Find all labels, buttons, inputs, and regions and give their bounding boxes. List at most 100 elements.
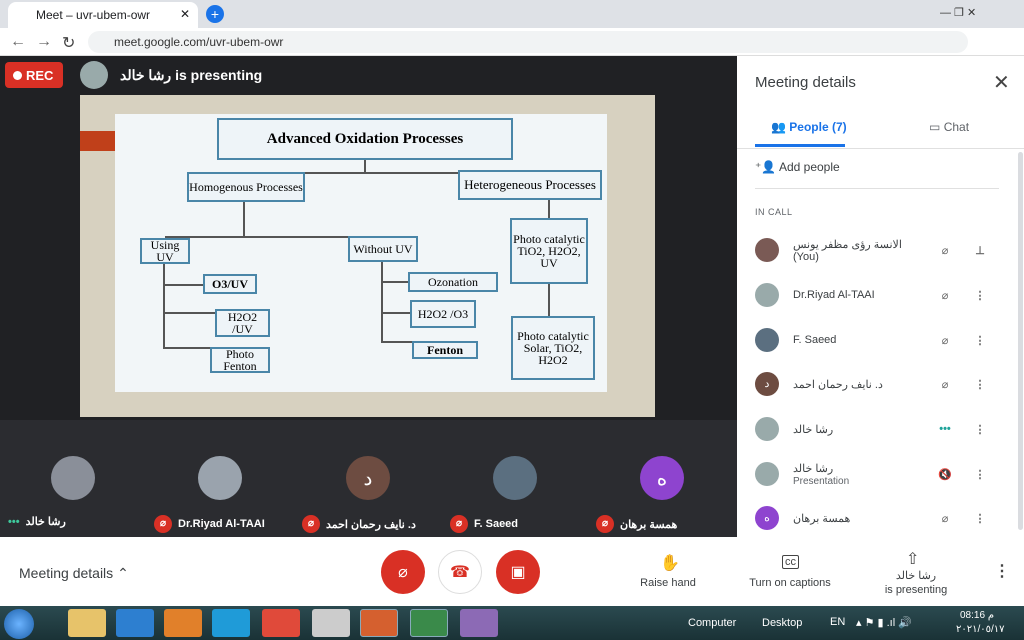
presenter-banner: رشا خالد is presenting — [80, 61, 262, 89]
address-bar-row: ← → ↻ meet.google.com/uvr-ubem-owr — [0, 28, 1024, 56]
tab-people[interactable]: 👥 People (7) — [771, 120, 847, 134]
chrome-icon[interactable] — [262, 609, 300, 637]
chevron-up-icon: ⌃ — [117, 565, 129, 581]
panel-scrollbar[interactable] — [1018, 152, 1023, 530]
node-homogenous: Homogenous Processes — [187, 172, 305, 202]
meeting-details-panel: Meeting details ✕ 👥 People (7) ▭ Chat ⁺👤… — [737, 56, 1024, 537]
clock-time[interactable]: 08:16 م — [960, 610, 995, 621]
node-photo-fenton: Photo Fenton — [210, 347, 270, 373]
url-input[interactable]: meet.google.com/uvr-ubem-owr — [88, 31, 968, 53]
avatar — [80, 61, 108, 89]
camera-toggle-button[interactable]: ▣ — [496, 550, 540, 594]
more-options-icon[interactable]: ⋮ — [974, 289, 986, 302]
tile-name: ⌀همسة برهان — [596, 515, 677, 533]
captions-button[interactable]: Turn on captions — [749, 577, 831, 589]
participant-tile-avatar[interactable] — [51, 456, 95, 500]
more-options-icon[interactable]: ⋮ — [974, 423, 986, 436]
tab-chat[interactable]: ▭ Chat — [929, 120, 970, 134]
avatar — [755, 238, 779, 262]
mic-off-icon: ⌀ — [398, 564, 408, 581]
mic-off-icon: ⌀ — [450, 515, 468, 533]
participant-tiles: د ه •••رشا خالد ⌀Dr.Riyad Al-TAAI ⌀د. نا… — [0, 420, 737, 537]
node-o3-uv: O3/UV — [203, 274, 257, 294]
participant-row[interactable]: F. Saeed⌀⋮ — [755, 320, 995, 360]
rec-label: REC — [26, 68, 54, 83]
raise-hand-icon[interactable]: ✋ — [660, 555, 680, 572]
mic-off-icon: ⌀ — [941, 244, 949, 257]
close-tab-icon[interactable]: ✕ — [179, 7, 190, 21]
participant-tile-avatar[interactable]: ه — [640, 456, 684, 500]
tab-title: Meet – uvr-ubem-owr — [36, 8, 151, 22]
paint-icon[interactable] — [460, 609, 498, 637]
node-fenton: Fenton — [412, 341, 478, 359]
participant-row[interactable]: الانسة رؤى مظفر يونس (You)⌀⊥ — [755, 230, 995, 270]
reload-icon[interactable]: ↻ — [62, 35, 76, 52]
tray-icons[interactable]: ▴ ⚑ ▮ .ıl 🔊 — [856, 617, 912, 629]
more-options-icon[interactable]: ⋮ — [974, 468, 986, 481]
autocad-icon[interactable] — [410, 609, 448, 637]
node-h2o2-o3: H2O2 /O3 — [410, 300, 476, 328]
meeting-details-button[interactable]: Meeting details ⌃ — [19, 565, 129, 581]
add-person-icon: ⁺👤 — [755, 160, 777, 174]
new-tab-button[interactable]: + — [206, 5, 224, 23]
toolbar-computer[interactable]: Computer — [688, 617, 737, 629]
more-options-icon[interactable]: ⋮ — [974, 334, 986, 347]
more-options-icon[interactable]: ⋮ — [974, 512, 986, 525]
browser-tab[interactable]: Meet – uvr-ubem-owr ✕ — [8, 2, 198, 28]
participant-tile-avatar[interactable] — [493, 456, 537, 500]
node-ozonation: Ozonation — [408, 272, 498, 292]
window-controls[interactable]: — ❐ ✕ — [940, 7, 977, 19]
ie-icon[interactable] — [116, 609, 154, 637]
tile-name: •••رشا خالد — [8, 515, 66, 529]
avatar: ه — [755, 506, 779, 530]
in-call-heading: IN CALL — [755, 207, 793, 217]
mic-off-icon: ⌀ — [154, 515, 172, 533]
start-button[interactable] — [4, 609, 34, 639]
node-heterogeneous: Heterogeneous Processes — [458, 170, 602, 200]
close-panel-icon[interactable]: ✕ — [993, 72, 1010, 94]
app-icon[interactable] — [312, 609, 350, 637]
windows-taskbar: Computer Desktop EN ▴ ⚑ ▮ .ıl 🔊 08:16 م … — [0, 606, 1024, 640]
node-title: Advanced Oxidation Processes — [217, 118, 513, 160]
node-photo-catalytic-uv: Photo catalytic TiO2, H2O2, UV — [510, 218, 588, 284]
clock-date[interactable]: ٢٠٢١/٠٥/١٧ — [956, 624, 1005, 635]
participant-tile-avatar[interactable]: د — [346, 456, 390, 500]
raise-hand-button[interactable]: Raise hand — [640, 577, 696, 589]
leave-call-button[interactable]: ☎ — [438, 550, 482, 594]
edge-icon[interactable] — [212, 609, 250, 637]
more-options-icon[interactable]: ⋮ — [974, 378, 986, 391]
mic-off-icon: ⌀ — [941, 378, 949, 391]
tile-name: ⌀F. Saeed — [450, 515, 518, 533]
media-icon[interactable] — [164, 609, 202, 637]
present-icon[interactable]: ⇧ — [906, 551, 920, 568]
chrome-active-icon[interactable] — [360, 609, 398, 637]
active-tab-indicator — [755, 144, 845, 147]
language-indicator[interactable]: EN — [830, 616, 846, 628]
back-icon[interactable]: ← — [10, 33, 26, 50]
mic-off-icon: ⌀ — [302, 515, 320, 533]
participant-row[interactable]: رشا خالد•••⋮ — [755, 409, 995, 449]
mic-off-icon: ⌀ — [941, 289, 949, 302]
mic-toggle-button[interactable]: ⌀ — [381, 550, 425, 594]
tile-name: ⌀Dr.Riyad Al-TAAI — [154, 515, 265, 533]
explorer-icon[interactable] — [68, 609, 106, 637]
pin-icon[interactable]: ⊥ — [975, 244, 985, 257]
tile-name: ⌀د. نايف رحمان احمد — [302, 515, 416, 533]
speaking-dots-icon: ••• — [8, 515, 20, 528]
more-options-icon[interactable]: ⋮ — [994, 563, 1010, 580]
participant-tile-avatar[interactable] — [198, 456, 242, 500]
toolbar-desktop[interactable]: Desktop — [762, 617, 803, 629]
forward-icon[interactable]: → — [36, 33, 52, 50]
captions-icon[interactable]: cc — [782, 555, 799, 569]
presentation-slide: Advanced Oxidation Processes Homogenous … — [80, 95, 655, 417]
participant-row[interactable]: Dr.Riyad Al-TAAI⌀⋮ — [755, 275, 995, 315]
node-photo-catalytic-solar: Photo catalytic Solar, TiO2, H2O2 — [511, 316, 595, 380]
camera-off-icon: ▣ — [510, 564, 526, 581]
add-people-button[interactable]: ⁺👤 Add people — [755, 160, 840, 174]
volume-off-icon: 🔇 — [938, 468, 952, 481]
meeting-stage: REC رشا خالد is presenting Advanced Oxid… — [0, 56, 737, 537]
